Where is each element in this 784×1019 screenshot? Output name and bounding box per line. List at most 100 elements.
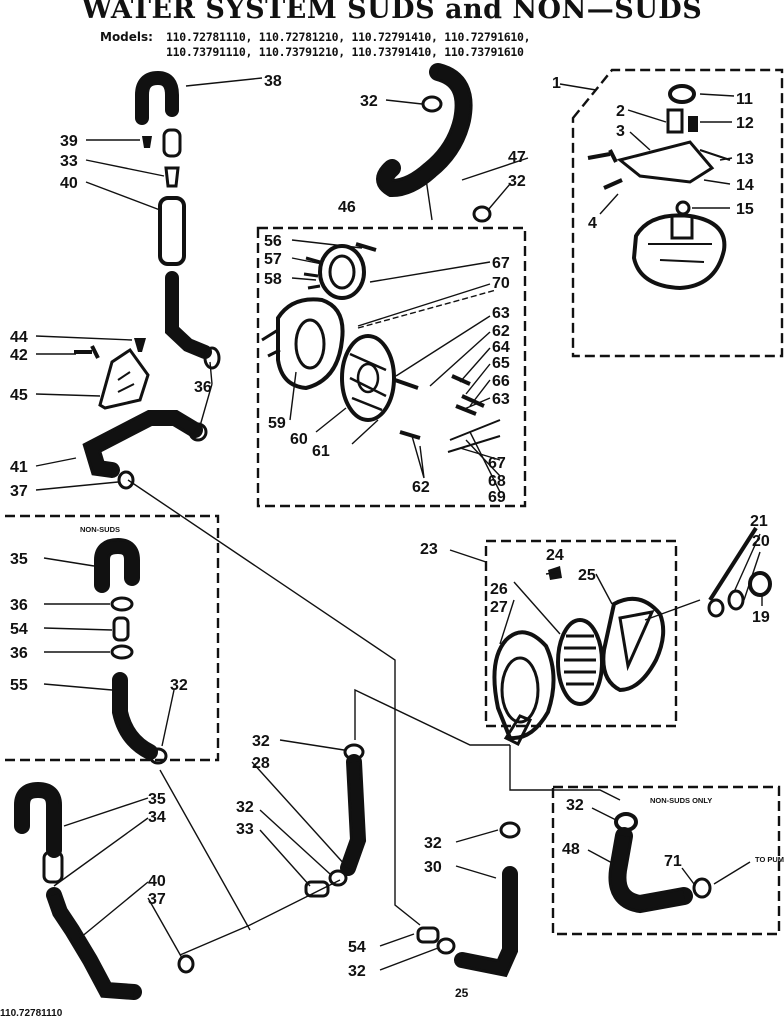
- hidden-line-70: [357, 289, 497, 329]
- pump-housing-59: [276, 297, 345, 391]
- hose-55-inner: [115, 680, 153, 757]
- hose-28-inner: [343, 761, 364, 870]
- non-suds-only-box-label: NON-SUDS ONLY: [650, 796, 712, 805]
- callout-44: 44: [10, 329, 28, 346]
- clamp-37-upper: [117, 470, 135, 490]
- impeller-58: [318, 244, 366, 300]
- callout-69: 69: [488, 489, 506, 506]
- non-suds-only-frame: [551, 785, 781, 936]
- screen-26: [556, 618, 604, 706]
- callout-38: 38: [264, 73, 282, 90]
- filter-body-27-inner: [500, 656, 540, 724]
- bracket-45: [98, 347, 150, 410]
- callout-36-upper: 36: [194, 379, 212, 396]
- callout-28: 28: [252, 755, 270, 772]
- callout-71: 71: [664, 853, 682, 870]
- callout-32-hose28-bottom: 32: [236, 799, 254, 816]
- actuator-14: [616, 140, 715, 184]
- callout-40-upper: 40: [60, 175, 78, 192]
- callout-36-nonsuds-lower: 36: [10, 645, 28, 662]
- agitator-assembly-frame: [571, 68, 784, 358]
- cap-11: [668, 84, 696, 104]
- callout-54-nonsuds: 54: [10, 621, 28, 638]
- agitator-base: [631, 213, 727, 291]
- spring-12: [688, 116, 698, 132]
- strap-67-69: [447, 419, 501, 453]
- seal-15: [675, 200, 691, 216]
- clamp-71: [692, 877, 712, 899]
- models-list-line-1: 110.72781110, 110.72781210, 110.72791410…: [166, 30, 531, 44]
- link-line-37: [159, 769, 251, 931]
- pump-housing-59-port: [294, 318, 326, 370]
- gasket-57: [303, 256, 321, 290]
- callout-63-upper: 63: [492, 305, 510, 322]
- coupling-39-sleeve: [162, 128, 182, 158]
- lever-13: [699, 149, 731, 161]
- pump-housing-59-outlets: [261, 328, 281, 358]
- hose-40-lower-inner: [167, 278, 207, 357]
- callout-70: 70: [492, 275, 510, 292]
- callout-56: 56: [264, 233, 282, 250]
- shaft-2: [666, 108, 684, 134]
- connector-54-nonsuds: [112, 616, 130, 642]
- callout-24: 24: [546, 547, 564, 564]
- clamp-32-top: [421, 95, 443, 113]
- page-number: 25: [455, 986, 469, 1000]
- callout-33-upper: 33: [60, 153, 78, 170]
- connector-33: [164, 166, 180, 188]
- agitator-base-ribs: [648, 243, 712, 263]
- callout-32-hose28-top: 32: [252, 733, 270, 750]
- callout-36-nonsuds-upper: 36: [10, 597, 28, 614]
- callout-47: 47: [508, 149, 526, 166]
- callout-45: 45: [10, 387, 28, 404]
- callout-27: 27: [490, 599, 508, 616]
- callout-1: 1: [552, 75, 561, 92]
- callout-37-lower: 37: [148, 891, 166, 908]
- cover-60-ribs: [349, 352, 387, 412]
- callout-34: 34: [148, 809, 166, 826]
- screw-44: [134, 338, 146, 352]
- callout-57: 57: [264, 251, 282, 268]
- hose-38-inner: [137, 73, 177, 118]
- bolt-3: [587, 149, 618, 163]
- filter-outlet: [503, 714, 533, 747]
- callout-37-upper: 37: [10, 483, 28, 500]
- diagram-title: WATER SYSTEM SUDS and NON—SUDS: [81, 0, 703, 25]
- leader-lines: [35, 77, 763, 971]
- hose-47-inner: [379, 66, 470, 195]
- drain-hose-line: [127, 479, 421, 926]
- callout-48: 48: [562, 841, 580, 858]
- clamp-39: [142, 136, 152, 148]
- filter-assembly-frame: [484, 539, 678, 728]
- callout-66: 66: [492, 373, 510, 390]
- filter-body-27: [492, 630, 556, 741]
- callout-40-lower: 40: [148, 873, 166, 890]
- callout-35-lower: 35: [148, 791, 166, 808]
- screen-26-mesh: [564, 634, 596, 686]
- callout-32-hose30-top: 32: [424, 835, 442, 852]
- callout-67-upper: 67: [492, 255, 510, 272]
- non-suds-frame: [5, 514, 220, 762]
- callout-26: 26: [490, 581, 508, 598]
- callout-23: 23: [420, 541, 438, 558]
- callout-59: 59: [268, 415, 286, 432]
- callout-13: 13: [736, 151, 754, 168]
- models-label: Models:: [100, 30, 153, 44]
- callout-65: 65: [492, 355, 510, 372]
- hose-35-nonsuds-inner: [97, 540, 137, 585]
- callout-33-center: 33: [236, 821, 254, 838]
- hose-40-lower-left-inner: [49, 893, 135, 997]
- gasket-61: [356, 362, 380, 394]
- to-pump-label: TO PUMP: [755, 855, 784, 864]
- washer-20: [707, 598, 725, 618]
- callout-20: 20: [752, 533, 770, 550]
- bolt-62-lower: [399, 430, 421, 440]
- callout-25: 25: [578, 567, 596, 584]
- link-line-28: [354, 688, 510, 746]
- callout-58: 58: [264, 271, 282, 288]
- callout-55: 55: [10, 677, 28, 694]
- callout-32-top-right: 32: [508, 173, 526, 190]
- callout-62-upper: 62: [492, 323, 510, 340]
